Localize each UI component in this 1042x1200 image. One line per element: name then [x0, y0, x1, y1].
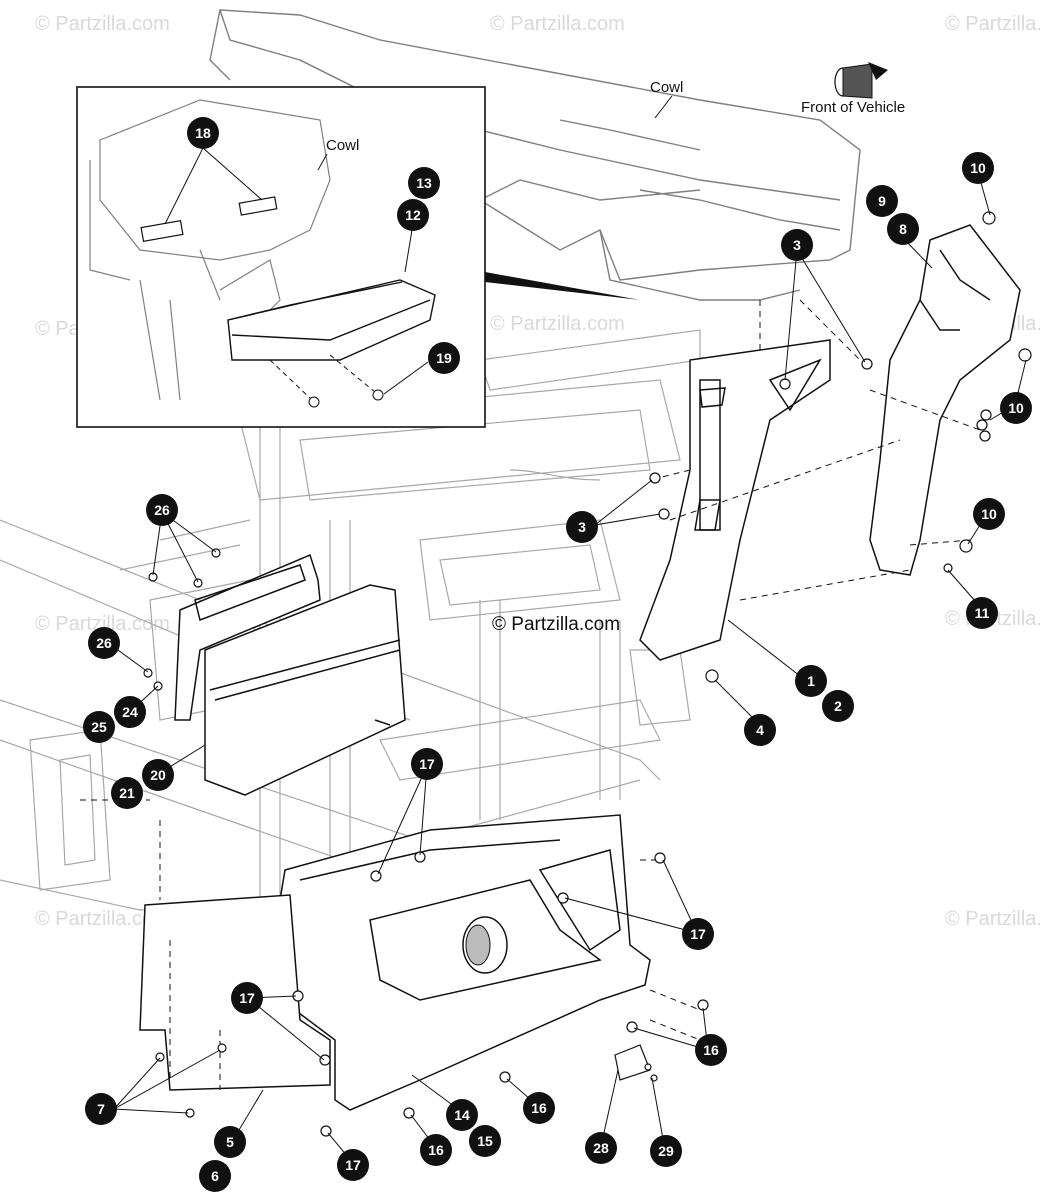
- callouts: 1 2 3 3 4 5 6 7 8 9 10 10 10 11 12 13 14…: [83, 117, 1032, 1192]
- watermark: © Partzilla.com: [35, 613, 170, 635]
- svg-text:26: 26: [154, 502, 170, 518]
- svg-text:2: 2: [834, 698, 842, 714]
- callout-17[interactable]: 17: [682, 918, 714, 950]
- side-panel: [869, 224, 1021, 576]
- svg-text:28: 28: [593, 1140, 609, 1156]
- svg-text:21: 21: [119, 785, 135, 801]
- svg-text:8: 8: [899, 221, 907, 237]
- svg-text:3: 3: [793, 237, 801, 253]
- svg-text:11: 11: [975, 605, 990, 621]
- svg-text:17: 17: [690, 926, 706, 942]
- callout-9[interactable]: 9: [866, 185, 898, 217]
- callout-8[interactable]: 8: [887, 213, 919, 245]
- svg-text:1: 1: [807, 673, 815, 689]
- svg-text:5: 5: [226, 1134, 234, 1150]
- svg-text:6: 6: [211, 1168, 219, 1184]
- svg-text:19: 19: [436, 350, 452, 366]
- callout-18[interactable]: 18: [187, 117, 219, 149]
- watermark: © Partzilla.com: [490, 13, 625, 35]
- watermark: © Partzilla.com: [35, 13, 170, 35]
- callout-13[interactable]: 13: [408, 167, 440, 199]
- pillar-trim: [639, 339, 831, 661]
- inset-detail: Cowl: [76, 86, 486, 428]
- svg-text:15: 15: [477, 1133, 493, 1149]
- svg-text:9: 9: [878, 193, 886, 209]
- svg-text:10: 10: [981, 506, 997, 522]
- svg-text:20: 20: [150, 767, 166, 783]
- callout-21[interactable]: 21: [111, 777, 143, 809]
- callout-6[interactable]: 6: [199, 1160, 231, 1192]
- svg-text:17: 17: [419, 756, 435, 772]
- svg-text:10: 10: [1008, 400, 1024, 416]
- callout-20[interactable]: 20: [142, 759, 174, 791]
- svg-text:17: 17: [345, 1157, 361, 1173]
- callout-3[interactable]: 3: [781, 229, 813, 261]
- watermark: © Partzilla.com: [490, 313, 625, 335]
- callout-10[interactable]: 10: [962, 152, 994, 184]
- svg-text:7: 7: [97, 1101, 105, 1117]
- callout-17[interactable]: 17: [411, 748, 443, 780]
- inset-cowl-label: Cowl: [326, 137, 359, 154]
- watermark: © Partzilla.com: [945, 13, 1042, 35]
- callout-15[interactable]: 15: [469, 1125, 501, 1157]
- callout-28[interactable]: 28: [585, 1132, 617, 1164]
- callout-5[interactable]: 5: [214, 1126, 246, 1158]
- callout-26[interactable]: 26: [88, 627, 120, 659]
- watermark: © Partzilla.com: [35, 908, 170, 930]
- callout-10[interactable]: 10: [973, 498, 1005, 530]
- callout-16[interactable]: 16: [523, 1092, 555, 1124]
- svg-text:16: 16: [703, 1042, 719, 1058]
- svg-text:17: 17: [239, 990, 255, 1006]
- callout-29[interactable]: 29: [650, 1135, 682, 1167]
- callout-17[interactable]: 17: [231, 982, 263, 1014]
- mount-bracket: [174, 553, 321, 721]
- lower-panel: [279, 814, 651, 1111]
- callout-25[interactable]: 25: [83, 711, 115, 743]
- callout-19[interactable]: 19: [428, 342, 460, 374]
- watermark: © Partzilla.com: [945, 908, 1042, 930]
- speaker-icon: [462, 916, 508, 974]
- svg-text:10: 10: [970, 160, 986, 176]
- callout-24[interactable]: 24: [114, 696, 146, 728]
- svg-text:14: 14: [454, 1107, 470, 1123]
- callout-14[interactable]: 14: [446, 1099, 478, 1131]
- callout-7[interactable]: 7: [85, 1093, 117, 1125]
- fasteners: [143, 211, 1032, 1137]
- svg-text:13: 13: [416, 175, 432, 191]
- callout-26[interactable]: 26: [146, 494, 178, 526]
- svg-text:29: 29: [658, 1143, 674, 1159]
- callout-4[interactable]: 4: [744, 714, 776, 746]
- svg-text:25: 25: [91, 719, 107, 735]
- front-of-vehicle-arrow-icon: [834, 62, 888, 99]
- callout-1[interactable]: 1: [795, 665, 827, 697]
- center-watermark: © Partzilla.com: [492, 614, 620, 635]
- callout-12[interactable]: 12: [397, 199, 429, 231]
- svg-text:16: 16: [531, 1100, 547, 1116]
- callout-2[interactable]: 2: [822, 690, 854, 722]
- callout-3[interactable]: 3: [566, 511, 598, 543]
- callout-16[interactable]: 16: [695, 1034, 727, 1066]
- inset-pointer: [485, 272, 640, 300]
- svg-text:24: 24: [122, 704, 138, 720]
- svg-text:3: 3: [578, 519, 586, 535]
- callout-17[interactable]: 17: [337, 1149, 369, 1181]
- svg-text:18: 18: [195, 125, 211, 141]
- svg-text:4: 4: [756, 722, 764, 738]
- svg-text:16: 16: [428, 1142, 444, 1158]
- dash-panel: [204, 584, 406, 796]
- svg-text:26: 26: [96, 635, 112, 651]
- front-of-vehicle-label: Front of Vehicle: [801, 99, 905, 116]
- callout-11[interactable]: 11: [966, 597, 998, 629]
- callout-16[interactable]: 16: [420, 1134, 452, 1166]
- svg-text:12: 12: [405, 207, 421, 223]
- callout-10[interactable]: 10: [1000, 392, 1032, 424]
- cowl-label: Cowl: [650, 79, 683, 96]
